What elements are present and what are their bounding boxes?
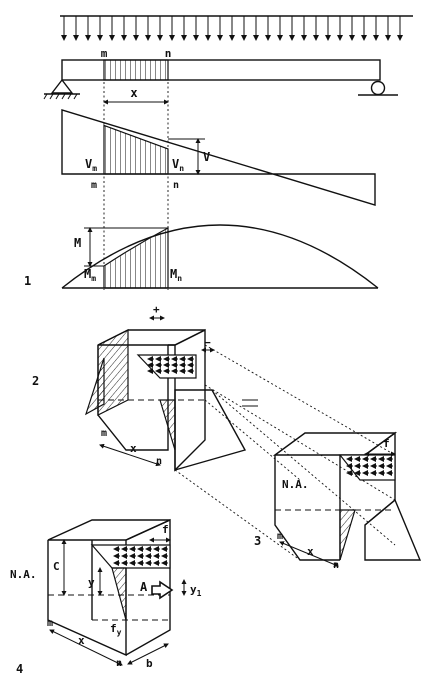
- fig4-label-n: n: [116, 658, 122, 669]
- hollow-arrow-icon: [151, 580, 174, 600]
- moment-label-mn: Mn: [170, 267, 182, 283]
- fig3-label-n: n: [333, 560, 339, 571]
- length-label-x: x: [130, 86, 137, 100]
- beam-label-m: m: [101, 47, 108, 60]
- fig4-label-y: y: [88, 576, 95, 589]
- distributed-load: [61, 16, 403, 41]
- fig4-label-b: b: [146, 657, 153, 670]
- figure-number-4: 4: [16, 662, 23, 676]
- moment-diagram: M Mm Mn: [61, 224, 379, 289]
- fig4-label-y1: y1: [190, 583, 202, 598]
- fig3-label-f: f: [383, 437, 390, 450]
- beam-label-n: n: [165, 47, 172, 60]
- fig2-label-m: m: [101, 428, 107, 439]
- fig3-label-m: m: [277, 531, 283, 542]
- shear-diagram: V Vm Vn m n: [61, 109, 376, 206]
- shear-label-vm: Vm: [85, 157, 97, 173]
- fig2-minus: −: [204, 336, 211, 349]
- moment-label-m: M: [74, 236, 81, 250]
- shear-label-m: m: [91, 180, 97, 191]
- fig4-label-m: m: [47, 618, 53, 629]
- beam-segment-mn: [103, 59, 169, 81]
- fig4-label-c: C: [53, 560, 60, 573]
- fig2-plus: +: [153, 303, 160, 316]
- fig3-label-x: x: [307, 545, 314, 558]
- figure-2-element: + − m x n: [84, 303, 247, 472]
- fig4-label-fy: fy: [110, 622, 122, 637]
- shear-label-n: n: [173, 180, 179, 191]
- shear-label-v: V: [203, 150, 210, 164]
- moment-label-mm: Mm: [84, 267, 96, 283]
- fig4-label-x: x: [78, 634, 85, 647]
- fig2-label-n: n: [156, 456, 162, 467]
- fig4-label-a: A: [140, 580, 148, 594]
- fig4-label-na: N.A.: [10, 568, 37, 581]
- roller-support: [358, 80, 398, 96]
- beam: [61, 59, 381, 81]
- figure-number-1: 1: [24, 274, 31, 288]
- shear-label-vn: Vn: [172, 157, 184, 173]
- projection-lines: [174, 344, 396, 561]
- fig4-label-f: f: [162, 523, 169, 536]
- pin-support: [43, 78, 80, 100]
- figure-3-element: f N.A. m x n: [272, 431, 422, 571]
- figure-number-2: 2: [32, 374, 39, 388]
- figure-4-element: A y1 C y fy f N.A. m x n b: [10, 518, 202, 670]
- length-dimension: x: [103, 86, 169, 105]
- figure-number-3: 3: [254, 534, 261, 548]
- fig2-label-x: x: [130, 442, 137, 455]
- fig3-label-na: N.A.: [282, 478, 309, 491]
